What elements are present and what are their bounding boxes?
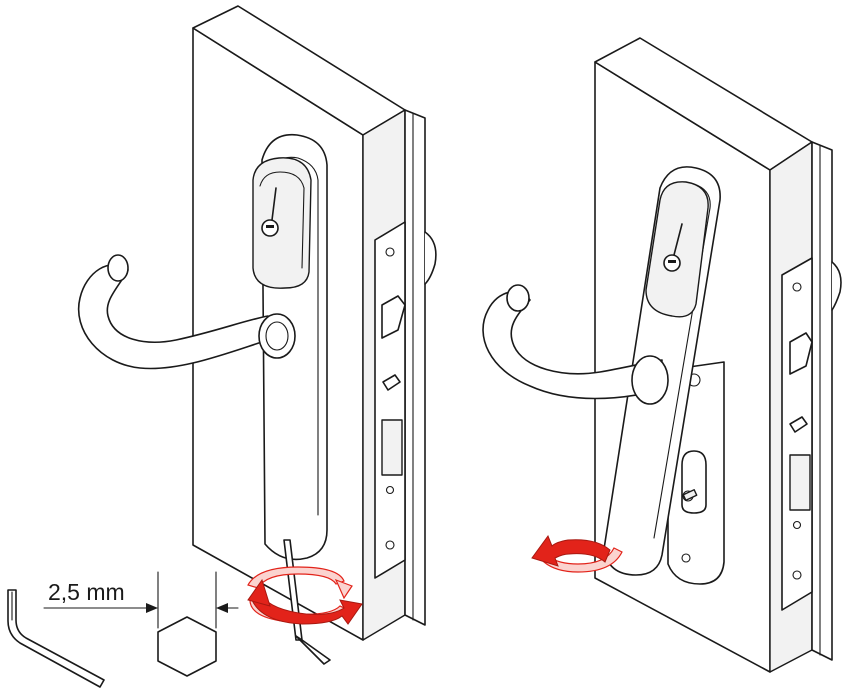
left-rear-handle-stub bbox=[424, 231, 437, 285]
right-small-bolt bbox=[789, 416, 808, 433]
right-deadbolt bbox=[789, 454, 811, 511]
left-latch-bolt bbox=[381, 295, 406, 339]
left-door-assembly bbox=[77, 5, 437, 665]
right-door-assembly bbox=[482, 37, 842, 673]
dimension-label: 2,5 mm bbox=[48, 579, 125, 605]
curved-arrow-icon bbox=[531, 534, 623, 573]
right-cylinder-cutout bbox=[681, 450, 707, 514]
right-latch-bolt bbox=[789, 332, 813, 375]
right-lock-faceplate bbox=[781, 257, 813, 611]
left-lock-faceplate bbox=[374, 221, 406, 579]
hex-key-icon bbox=[7, 589, 105, 688]
rotation-arrows-icon bbox=[247, 566, 363, 625]
dimension-arrow-left bbox=[146, 603, 158, 613]
left-deadbolt bbox=[381, 419, 403, 476]
hexagon-cross-section bbox=[157, 616, 217, 677]
left-lever-handle bbox=[77, 254, 296, 370]
right-rear-handle-stub bbox=[831, 261, 842, 311]
dimension-arrow-right bbox=[216, 603, 228, 613]
left-small-bolt bbox=[382, 374, 401, 391]
hex-key-dimension-detail: 2,5 mm bbox=[7, 571, 239, 688]
left-handle-rose bbox=[258, 313, 296, 359]
left-cylinder-escutcheon bbox=[252, 157, 312, 289]
right-cylinder-escutcheon bbox=[645, 181, 709, 318]
right-lever-handle bbox=[482, 284, 669, 405]
